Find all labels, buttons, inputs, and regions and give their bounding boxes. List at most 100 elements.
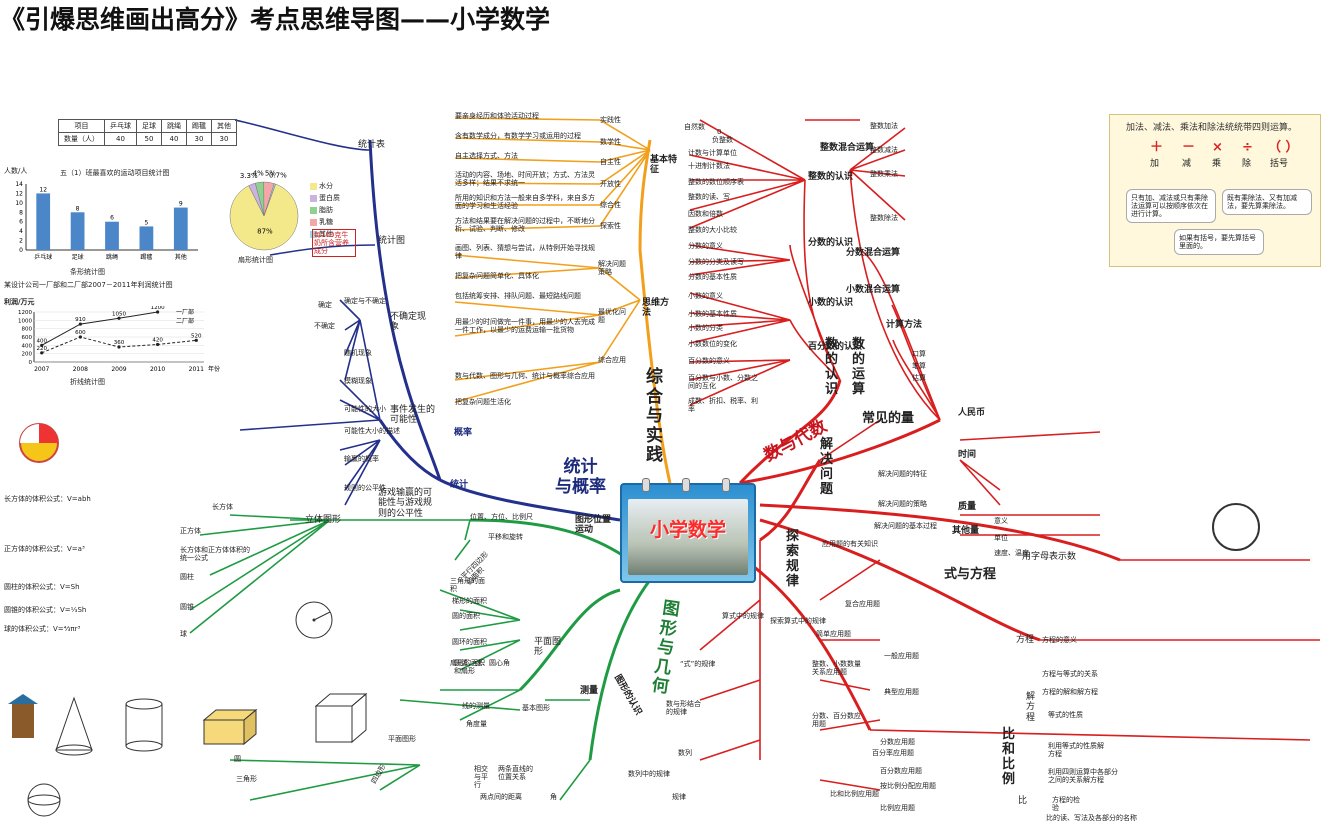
table-cell: 30: [211, 132, 237, 146]
pie-value-label: 4%: [253, 169, 264, 177]
line-point: [40, 351, 44, 355]
desc-item: 要亲身经历和体验活动过程: [455, 112, 539, 120]
legend-swatch: [310, 194, 317, 202]
legend-swatch: [310, 230, 317, 238]
item-qiu: 球: [180, 630, 187, 638]
binder-ring: [682, 478, 690, 492]
item-huhua: 百分数与小数、分数之间的互化: [688, 374, 758, 391]
bar-y-tick: 4: [19, 228, 23, 235]
item-bili-yy: 比例应用题: [880, 804, 915, 812]
item-sizeyunsuan: 利用四则运算中各部分之间的关系解方程: [1048, 768, 1118, 785]
line-y-tick: 1000: [18, 318, 32, 324]
node-jiben-tezheng: 基本特征: [650, 155, 678, 176]
node-xiaoshu-renshi: 小数的认识: [808, 298, 854, 308]
item-yinshu-beishu: 因数和倍数: [688, 210, 723, 218]
item-pingmian: 平面图形: [388, 735, 416, 743]
node-tongji-tu: 统计图: [378, 236, 406, 246]
node-yong-zimu: 用字母表示数: [1022, 552, 1077, 562]
desc-item: 画图、列表、猜想与尝试，从特例开始寻找规律: [455, 244, 595, 261]
operations-tip-box: 加法、减法、乘法和除法统统带四则运算。 ＋ － × ÷ （ ） 加 减 乘 除 …: [1109, 114, 1321, 267]
item-liyong-dengshi: 利用等式的性质解方程: [1048, 742, 1104, 759]
bar-value-label: 8: [76, 205, 80, 212]
item-guocheng: 解决问题的基本过程: [874, 522, 937, 530]
item-jishu-danwei: 计数与计算单位: [688, 149, 737, 157]
center-title: 小学数学: [649, 519, 726, 541]
main-branch-zong-he: 综合与实践: [646, 367, 663, 466]
sport-table: 项目 乒乓球 足球 跳绳 踢毽 其他 数量（人） 40 50 40 30 30: [58, 119, 237, 146]
item-zhengfangti: 正方体: [180, 527, 201, 535]
ops-tip: 只有加、减法或只有乘除法运算可以按顺序依次在进行计算。: [1126, 189, 1216, 224]
item-daxiao-bijiao: 整数的大小比较: [688, 226, 737, 234]
item-jiben-tuxing: 基本图形: [522, 704, 550, 712]
item-kenengxing-daxiao: 可能性的大小: [344, 405, 386, 413]
item-baifenshu-yiyi: 百分数的意义: [688, 357, 730, 365]
item-fenshu-yiyi: 分数的意义: [688, 242, 723, 250]
item-xiangjiao: 相交与平行: [474, 765, 488, 790]
table-cell: 30: [186, 132, 212, 146]
line-x-tick: 2011: [189, 366, 204, 373]
ops-name: 除: [1242, 159, 1252, 169]
line-value-label: 910: [75, 317, 86, 323]
item-zhengshu-jianfa: 整数减法: [870, 146, 898, 154]
item-shuwei-bianhua: 小数数位的变化: [688, 340, 737, 348]
item-pingyi: 平移和旋转: [488, 533, 523, 541]
item-fangcheng-jie: 方程的解和解方程: [1042, 688, 1098, 696]
line-point: [156, 342, 160, 347]
stone-photo: [628, 499, 748, 575]
item-shijianxing: 实践性: [600, 116, 621, 124]
line-chart-ylabel: 利润/万元: [4, 298, 35, 306]
item-yuanzhui: 圆锥: [180, 603, 194, 611]
pie-value-label: 5%: [265, 169, 276, 177]
item-miaoshu: 可能性大小的描述: [344, 427, 400, 435]
node-siwei-fangfa: 思维方法: [642, 298, 670, 319]
node-tongji: 统计: [450, 480, 469, 490]
item-chengshu: 成数、折扣、税率、利率: [688, 397, 758, 414]
node-tansuo-guilv: 探索规律: [786, 529, 800, 589]
desc-item: 包括统筹安排、排队问题、最短路线问题: [455, 292, 581, 300]
red-trunk: [738, 379, 842, 485]
bar: [70, 212, 85, 250]
node-gailv: 概率: [454, 428, 473, 438]
item-bisuan: 笔算: [912, 362, 926, 370]
item-ziran-shu: 自然数: [684, 123, 705, 131]
item-tansuo-suanshi: 探索算式中的规律: [770, 617, 826, 625]
legend-swatch: [310, 182, 317, 190]
bar-value-label: 5: [144, 219, 148, 226]
bar-value-label: 6: [110, 215, 114, 222]
solid-shapes-illustration: [8, 694, 258, 817]
bar-chart-ylabel: 人数/人: [4, 167, 28, 175]
item-yiban: 一般应用题: [884, 652, 919, 660]
ops-symbol: ÷: [1242, 140, 1253, 155]
line-x-tick: 2008: [73, 366, 88, 373]
item-tiji-gongshi: 长方体和正方体体积的统一公式: [180, 546, 250, 563]
formula: 圆柱的体积公式：V=Sh: [4, 583, 80, 591]
cube-illustration: [314, 692, 368, 744]
bar-value-label: 9: [179, 201, 183, 208]
item-fangcheng-dengshi: 方程与等式的关系: [1042, 670, 1098, 678]
line-x-tick: 2007: [34, 366, 49, 373]
item-shi-guilv: “式”的规律: [680, 660, 716, 668]
line-xlabel: 年份: [208, 365, 220, 373]
item-zero: 0: [717, 128, 722, 136]
item-anbili: 按比例分配应用题: [880, 782, 936, 790]
item-bili-yingyong: 比和比例应用题: [830, 790, 879, 798]
table-cell: 40: [161, 132, 187, 146]
table-row: 数量（人） 40 50 40 30 30: [58, 132, 237, 146]
legend-label: 乳糖: [319, 218, 333, 226]
bar: [173, 207, 188, 250]
desc-item: 含有数学成分，有数学学习或运用的过程: [455, 132, 581, 140]
item-fenshu-yy: 分数应用题: [880, 738, 915, 746]
item-gongping: 规则的公平性: [344, 484, 386, 492]
node-weizhi-yundong: 图形位置运动: [575, 515, 612, 536]
item-shuxuexing: 数学性: [600, 138, 621, 146]
legend-item: 其他: [310, 228, 356, 240]
item-yuanhu: 圆弧、弦、圆心角和扇形: [454, 659, 510, 676]
ops-name: 减: [1182, 159, 1192, 169]
line-chart-title: 某设计公司一厂部和二厂部2007－2011年利润统计图: [4, 281, 173, 289]
main-branch-tong-ji: 统计 与概率: [555, 457, 606, 497]
node-changjian-de-liang: 常见的量: [862, 411, 915, 426]
legend-item: 脂肪: [310, 204, 356, 216]
item-zonghexing: 综合性: [600, 201, 621, 209]
